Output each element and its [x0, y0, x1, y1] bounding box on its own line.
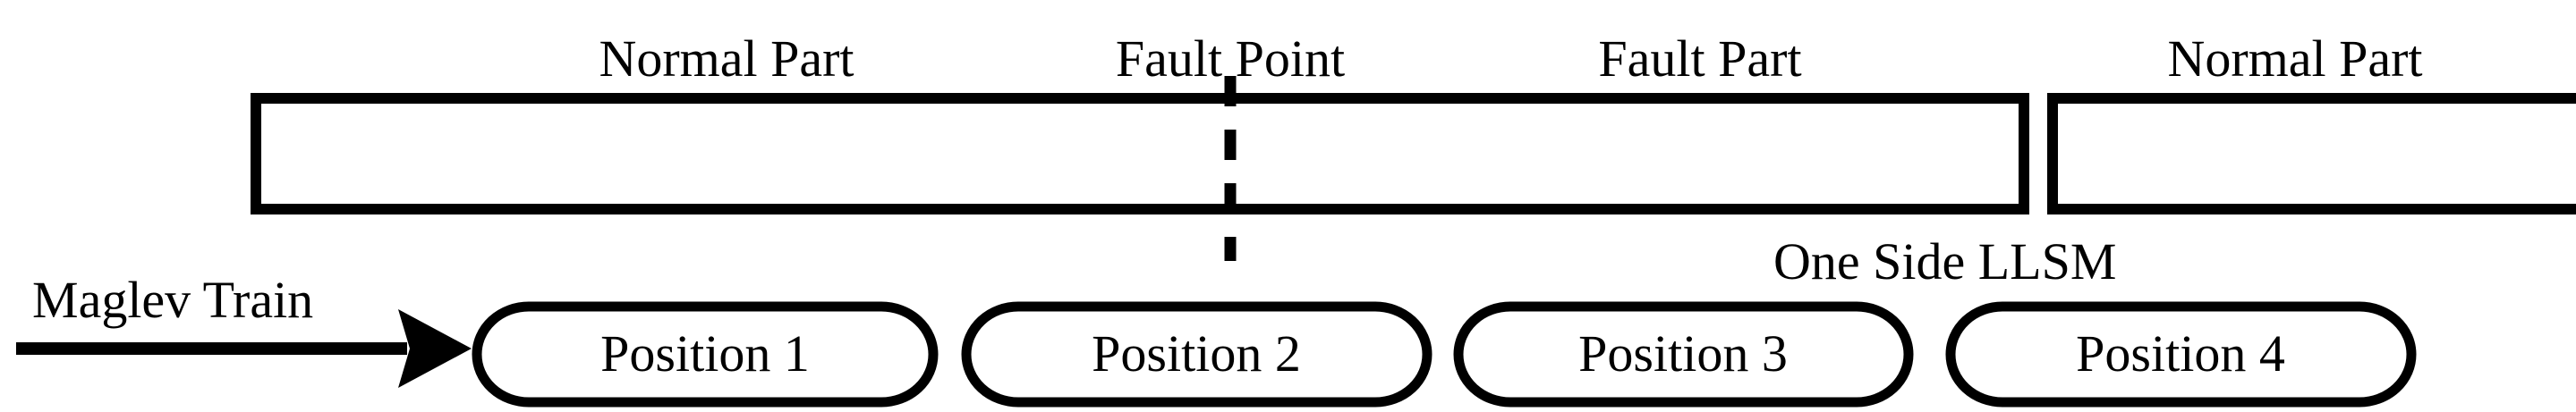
llsm-secondary-segment-rect [2047, 93, 2576, 214]
label-normal-part-right: Normal Part [2167, 29, 2422, 88]
position-3[interactable]: Position 3 [1453, 301, 1914, 408]
label-one-side-llsm: One Side LLSM [1773, 232, 2116, 290]
label-fault-part: Fault Part [1598, 29, 1801, 88]
position-4-capsule[interactable] [1945, 301, 2417, 408]
position-1-label: Position 1 [600, 324, 810, 383]
position-3-capsule[interactable] [1453, 301, 1914, 408]
position-1[interactable]: Position 1 [472, 301, 939, 408]
position-4[interactable]: Position 4 [1945, 301, 2417, 408]
position-2-capsule[interactable] [961, 301, 1433, 408]
position-2-label: Position 2 [1092, 324, 1301, 383]
label-maglev-train: Maglev Train [32, 271, 313, 329]
position-1-capsule[interactable] [472, 301, 939, 408]
label-normal-part-left: Normal Part [599, 29, 854, 88]
position-3-label: Position 3 [1578, 324, 1788, 383]
llsm-primary-segment-rect [251, 93, 2029, 214]
position-2[interactable]: Position 2 [961, 301, 1433, 408]
position-4-label: Position 4 [2076, 324, 2285, 383]
maglev-train-arrow-head [398, 309, 472, 388]
